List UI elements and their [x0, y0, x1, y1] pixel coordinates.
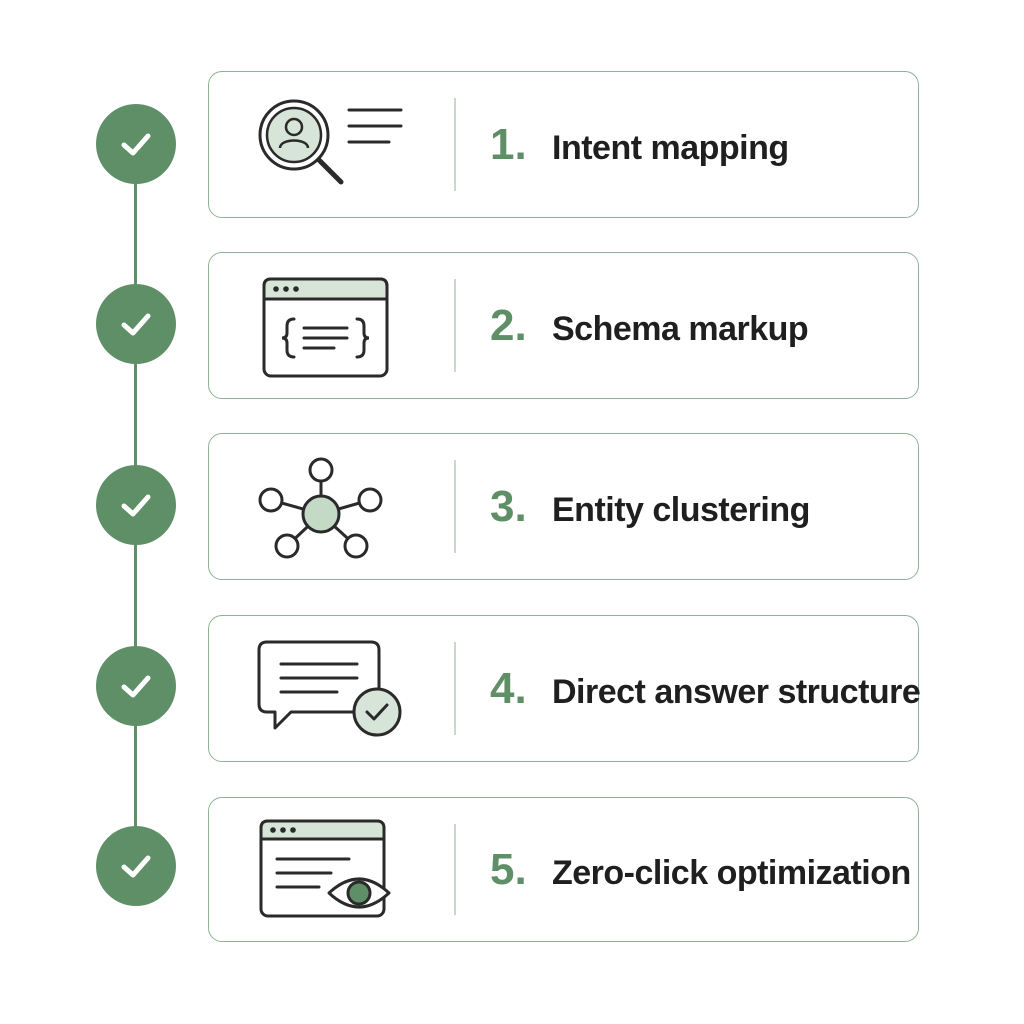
step-label: Direct answer structure [552, 672, 921, 711]
browser-eye-icon [259, 819, 391, 917]
step-1-card: 1. Intent mapping [208, 71, 919, 218]
step-4-text: 4. Direct answer structure [490, 663, 921, 714]
step-1-check-icon [96, 104, 176, 184]
step-4-card: 4. Direct answer structure [208, 615, 921, 762]
step-label: Schema markup [552, 309, 809, 348]
step-label: Zero-click optimization [552, 853, 911, 892]
step-number: 1. [490, 119, 527, 169]
step-4-check-icon [96, 646, 176, 726]
step-3-card: 3. Entity clustering [208, 433, 919, 580]
chat-check-icon [257, 640, 402, 736]
step-2-check-icon [96, 284, 176, 364]
step-5-text: 5. Zero-click optimization [490, 845, 911, 895]
network-nodes-icon [258, 457, 383, 558]
card-divider [454, 460, 456, 553]
step-3-text: 3. Entity clustering [490, 482, 810, 532]
step-2-text: 2. Schema markup [490, 300, 809, 351]
card-divider [454, 642, 456, 735]
card-divider [454, 98, 456, 191]
step-3-check-icon [96, 465, 176, 545]
step-number: 2. [490, 300, 527, 350]
code-window-icon [262, 277, 389, 377]
step-number: 4. [490, 663, 527, 713]
step-label: Intent mapping [552, 128, 789, 167]
search-user-icon [258, 99, 403, 184]
step-number: 5. [490, 844, 527, 894]
step-5-card: 5. Zero-click optimization [208, 797, 919, 942]
step-1-text: 1. Intent mapping [490, 120, 789, 170]
step-2-card: 2. Schema markup [208, 252, 919, 399]
card-divider [454, 824, 456, 915]
step-5-check-icon [96, 826, 176, 906]
step-number: 3. [490, 481, 527, 531]
step-label: Entity clustering [552, 490, 810, 529]
card-divider [454, 279, 456, 372]
